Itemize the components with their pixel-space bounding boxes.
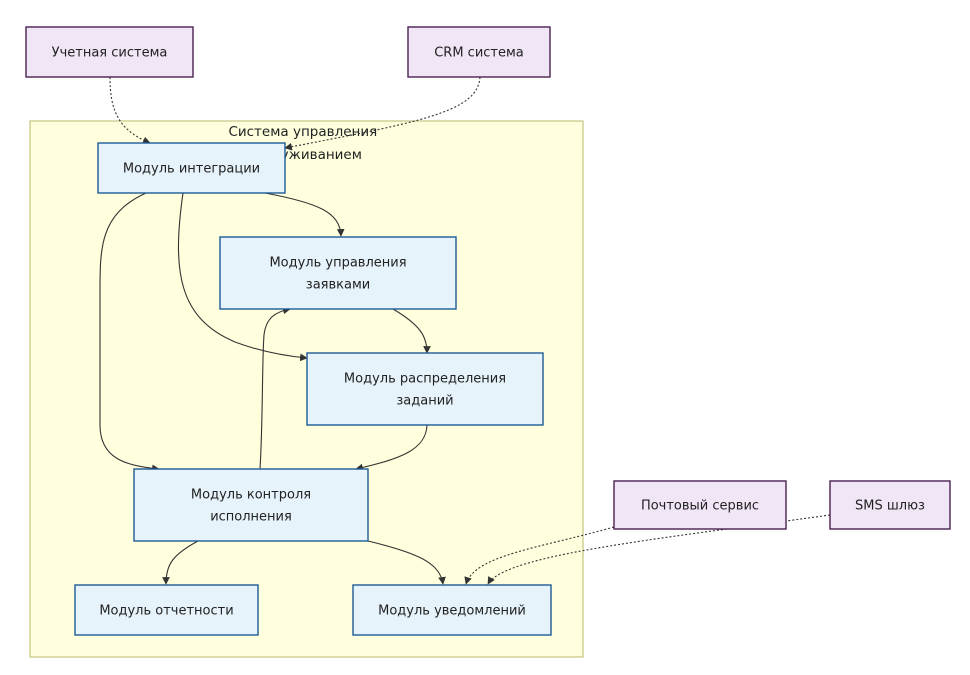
node-label-line: заданий: [396, 394, 453, 409]
edge-integration-to-requests: [264, 192, 345, 237]
node-label-requests: Модуль управления заявками: [269, 256, 406, 293]
node-label-notifications: Модуль уведомлений: [378, 604, 526, 619]
node-box-sms: [829, 480, 951, 530]
node-label-control: Модуль контроля исполнения: [191, 488, 311, 525]
node-label-line: Модуль управления: [269, 256, 406, 271]
edges: [99, 76, 831, 585]
node-label-line: Модуль уведомлений: [378, 604, 526, 619]
edge-mail-to-notifications: [464, 526, 615, 585]
node-label-line: Модуль контроля: [191, 488, 311, 503]
node-sms: SMS шлюз: [829, 480, 951, 530]
node-label-line: CRM система: [434, 46, 524, 61]
node-box-control: [133, 468, 369, 542]
node-label-integration: Модуль интеграции: [123, 162, 260, 177]
node-control: Модуль контроля исполнения: [133, 468, 369, 542]
node-label-line: Учетная система: [52, 46, 168, 61]
node-label-line: SMS шлюз: [855, 499, 925, 514]
node-integration: Модуль интеграции: [97, 142, 286, 194]
node-notifications: Модуль уведомлений: [352, 584, 552, 636]
edge-distribution-to-control: [355, 424, 428, 472]
node-label-distribution: Модуль распределения заданий: [344, 372, 506, 409]
edge-integration-to-distribution: [177, 192, 308, 362]
node-box-distribution: [306, 352, 544, 426]
node-mail: Почтовый сервис: [613, 480, 787, 530]
edge-requests-to-distribution: [392, 308, 431, 354]
node-label-crm: CRM система: [434, 46, 524, 61]
edge-control-to-reporting: [162, 540, 199, 585]
node-reporting: Модуль отчетности: [74, 584, 259, 636]
node-label-accounting: Учетная система: [52, 46, 168, 61]
node-label-line: исполнения: [210, 510, 292, 525]
node-box-accounting: [25, 26, 194, 78]
node-label-line: Модуль интеграции: [123, 162, 260, 177]
node-crm: CRM система: [407, 26, 551, 78]
node-label-mail: Почтовый сервис: [641, 499, 759, 514]
edge-integration-to-control: [99, 192, 160, 473]
node-box-integration: [97, 142, 286, 194]
node-label-line: заявками: [306, 278, 370, 293]
node-label-line: Почтовый сервис: [641, 499, 759, 514]
node-label-line: Модуль распределения: [344, 372, 506, 387]
node-box-notifications: [352, 584, 552, 636]
node-label-reporting: Модуль отчетности: [99, 604, 233, 619]
node-requests: Модуль управления заявками: [219, 236, 457, 310]
edge-crm-to-integration: [284, 76, 481, 151]
edge-accounting-to-integration: [109, 76, 151, 144]
cluster-title-line-1: Система управления: [228, 124, 377, 140]
node-box-mail: [613, 480, 787, 530]
edge-control-to-notifications: [367, 540, 446, 585]
edge-control-to-requests: [259, 306, 291, 470]
node-label-line: Модуль отчетности: [99, 604, 233, 619]
node-box-crm: [407, 26, 551, 78]
node-distribution: Модуль распределения заданий: [306, 352, 544, 426]
node-box-requests: [219, 236, 457, 310]
node-accounting: Учетная система: [25, 26, 194, 78]
node-box-reporting: [74, 584, 259, 636]
node-label-sms: SMS шлюз: [855, 499, 925, 514]
